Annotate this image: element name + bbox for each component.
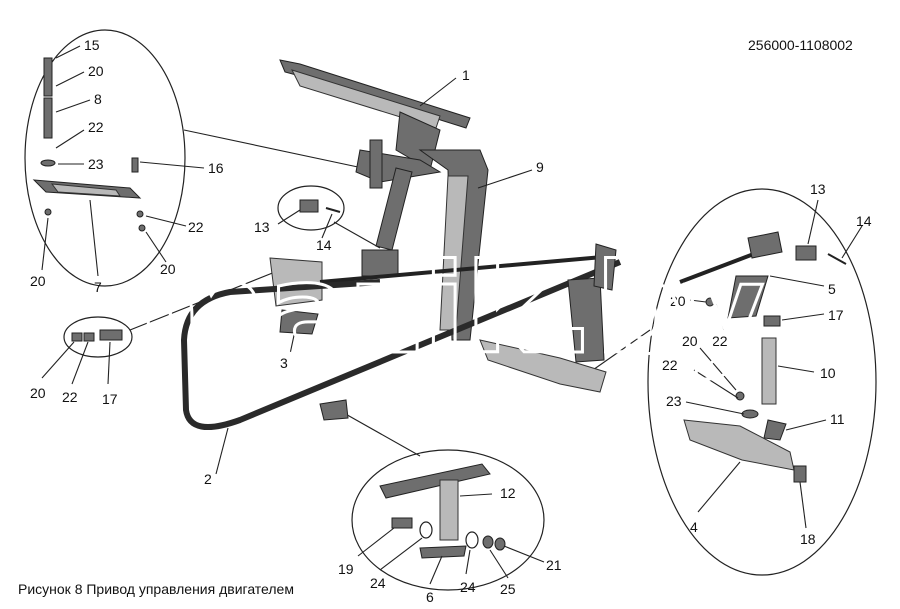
watermark: mazik.by bbox=[138, 238, 765, 382]
callout-3: 3 bbox=[280, 355, 288, 371]
detail-leader bbox=[341, 411, 421, 457]
detail-ellipse-clevis bbox=[277, 185, 345, 231]
detail-leader bbox=[333, 221, 381, 249]
callout-23: 23 bbox=[88, 156, 104, 172]
callout-25: 25 bbox=[500, 581, 516, 597]
detail-ellipse-pedal-pin bbox=[24, 29, 186, 287]
figure-caption: Рисунок 8 Привод управления двигателем bbox=[18, 581, 294, 597]
control-rod bbox=[319, 254, 615, 284]
detail-pedal-pin-parts bbox=[32, 57, 146, 232]
callout-20: 20 bbox=[682, 333, 698, 349]
callout-22: 22 bbox=[712, 333, 728, 349]
callout-10: 10 bbox=[820, 365, 836, 381]
tube-clamp bbox=[319, 399, 349, 421]
callout-11: 11 bbox=[830, 411, 845, 427]
callout-20: 20 bbox=[670, 293, 686, 309]
detail-ellipse-return-spring bbox=[647, 188, 877, 576]
callout-14: 14 bbox=[856, 213, 872, 229]
pedal-lever bbox=[361, 167, 413, 277]
callout-17: 17 bbox=[828, 307, 844, 323]
callout-23: 23 bbox=[666, 393, 682, 409]
callout-24: 24 bbox=[370, 575, 386, 591]
callout-22: 22 bbox=[62, 389, 78, 405]
detail-clevis-parts bbox=[299, 199, 341, 213]
callout-20: 20 bbox=[160, 261, 176, 277]
callout-22: 22 bbox=[188, 219, 204, 235]
callout-16: 16 bbox=[208, 160, 224, 176]
control-tube-2 bbox=[180, 259, 622, 430]
callout-2: 2 bbox=[204, 471, 212, 487]
detail-pin-left-parts bbox=[71, 329, 123, 342]
detail-return-spring-parts bbox=[679, 231, 847, 483]
detail-ellipse-bracket bbox=[351, 449, 545, 591]
detail-leader bbox=[183, 129, 373, 171]
pedal-bracket bbox=[418, 149, 489, 341]
callout-5: 5 bbox=[828, 281, 836, 297]
callout-19: 19 bbox=[338, 561, 354, 577]
callout-20: 20 bbox=[88, 63, 104, 79]
callout-22: 22 bbox=[662, 357, 678, 373]
detail-ellipse-pin-left bbox=[63, 316, 133, 358]
callout-18: 18 bbox=[800, 531, 816, 547]
callout-7: 7 bbox=[94, 279, 102, 295]
callout-12: 12 bbox=[500, 485, 516, 501]
callout-20: 20 bbox=[30, 385, 46, 401]
callout-22: 22 bbox=[88, 119, 104, 135]
callout-17: 17 bbox=[102, 391, 118, 407]
accelerator-pedal bbox=[279, 59, 471, 189]
detail-leader bbox=[589, 329, 651, 373]
callout-14: 14 bbox=[316, 237, 332, 253]
engine-bracket bbox=[479, 243, 617, 393]
callout-1: 1 bbox=[462, 67, 470, 83]
callout-9: 9 bbox=[536, 159, 544, 175]
drawing-code: 256000-1108002 bbox=[748, 37, 853, 53]
callout-13: 13 bbox=[254, 219, 270, 235]
callout-20: 20 bbox=[30, 273, 46, 289]
callout-21: 21 bbox=[546, 557, 562, 573]
detail-bracket-parts bbox=[379, 463, 506, 559]
callout-13: 13 bbox=[810, 181, 826, 197]
callout-6: 6 bbox=[426, 589, 434, 605]
callout-4: 4 bbox=[690, 519, 698, 535]
callout-leaders bbox=[41, 45, 863, 585]
callout-15: 15 bbox=[84, 37, 100, 53]
callout-8: 8 bbox=[94, 91, 102, 107]
callout-24: 24 bbox=[460, 579, 476, 595]
